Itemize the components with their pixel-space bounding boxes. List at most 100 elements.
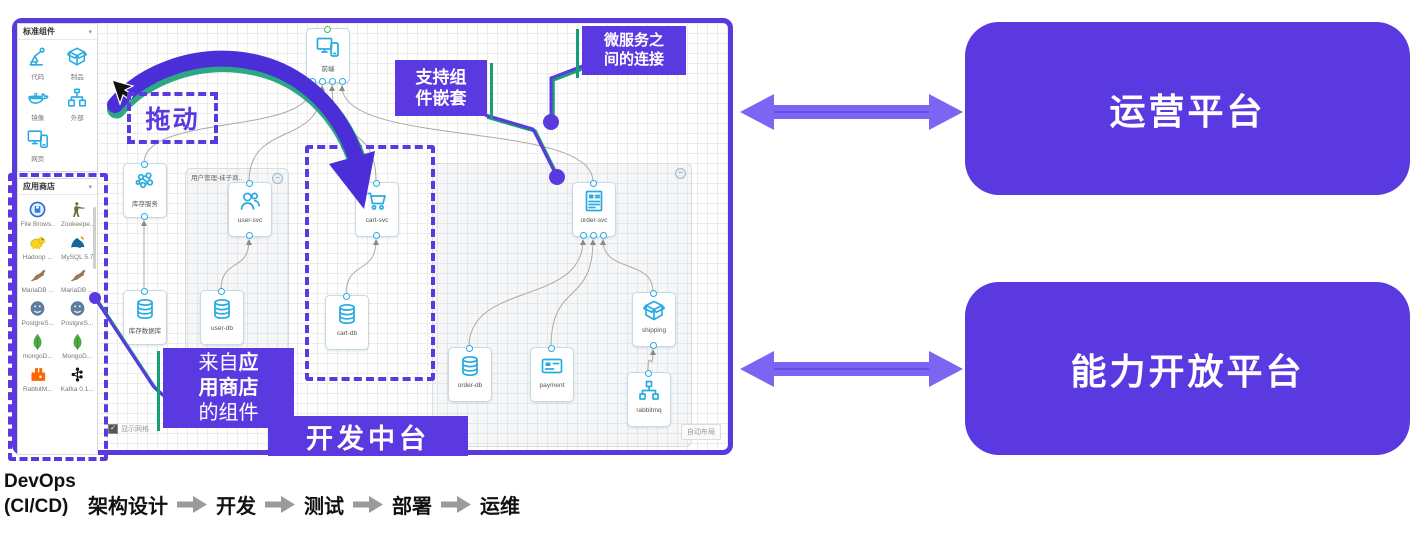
component-item--[interactable]: 制品 — [58, 40, 98, 81]
canvas-node-shipping[interactable]: shipping — [632, 290, 676, 349]
node-port[interactable] — [141, 288, 148, 295]
devops-flow: 架构设计开发测试部署运维 — [88, 490, 520, 519]
collapse-caret-icon[interactable]: ▾ — [88, 28, 92, 36]
component-item-rabbitm-[interactable]: RabbitM... — [18, 360, 58, 393]
mariadb-icon — [70, 269, 85, 281]
component-item-file-brows-[interactable]: File Brows.. — [18, 195, 58, 228]
node-port[interactable] — [650, 290, 657, 297]
component-item-label: Zookeepe.. — [60, 221, 94, 228]
component-item-kafka-0-1-[interactable]: Kafka 0.1... — [58, 360, 98, 393]
component-item-label: MariaDB ... — [60, 287, 94, 294]
standard-components-panel: 标准组件 ▾ 代码 制品镜像 外部网页 — [17, 23, 98, 172]
dev-platform-banner: 开发中台 — [268, 416, 468, 456]
component-item-label: MariaDB ... — [21, 287, 54, 294]
node-port[interactable] — [590, 180, 597, 187]
node-port[interactable] — [246, 180, 253, 187]
node-port[interactable] — [580, 232, 587, 239]
component-item-label: 代码 — [31, 74, 45, 81]
node-port[interactable] — [246, 232, 253, 239]
database-icon — [137, 299, 153, 320]
component-item-mysql-5-7[interactable]: MySQL 5.7 — [58, 228, 98, 261]
component-item--[interactable]: 网页 — [18, 122, 58, 163]
capability-platform-box: 能力开放平台 — [965, 282, 1410, 455]
callout-accent-bar — [490, 63, 493, 119]
node-port[interactable] — [590, 232, 597, 239]
node-port[interactable] — [645, 370, 652, 377]
flow-arrow-icon — [177, 496, 207, 513]
component-item-hadoop-[interactable]: Hadoop ... — [18, 228, 58, 261]
node-label: payment — [539, 382, 565, 389]
canvas-node-rabbitmq[interactable]: rabbitmq — [627, 370, 671, 427]
canvas-node-user-db[interactable]: user-db — [200, 288, 244, 345]
nesting-line2: 件嵌套 — [415, 89, 467, 108]
component-item-mariadb-[interactable]: MariaDB ... — [18, 261, 58, 294]
package-icon — [642, 300, 666, 321]
collapse-group-icon[interactable]: − — [272, 173, 283, 184]
node-port[interactable] — [319, 78, 326, 85]
standard-panel-title: 标准组件 — [23, 27, 55, 36]
canvas-node-frontend[interactable]: 前端 — [306, 26, 350, 85]
canvas-node-inv-db[interactable]: 库存数据库 — [123, 288, 167, 345]
canvas-node-payment[interactable]: payment — [530, 345, 574, 402]
component-item-mongod-[interactable]: mongoD... — [18, 327, 58, 360]
node-port[interactable] — [466, 345, 473, 352]
node-port[interactable] — [339, 78, 346, 85]
web-icon — [316, 37, 339, 57]
node-port[interactable] — [309, 78, 316, 85]
node-label: order-db — [457, 382, 483, 389]
node-label: 库存服务 — [132, 201, 158, 208]
edge-rabbitmq-to-shipping — [647, 349, 656, 373]
node-label: shipping — [641, 327, 667, 334]
node-port[interactable] — [324, 26, 331, 33]
canvas-node-cart-db[interactable]: cart-db — [325, 293, 369, 350]
node-port[interactable] — [343, 293, 350, 300]
standard-panel-header[interactable]: 标准组件 ▾ — [18, 24, 97, 40]
nesting-line1: 支持组 — [415, 67, 467, 87]
appstore-panel-header[interactable]: 应用商店 ▾ — [18, 179, 97, 195]
external-icon — [68, 88, 87, 107]
filebrowser-icon — [29, 201, 46, 218]
node-port[interactable] — [600, 232, 607, 239]
show-grid-checkbox[interactable]: ✓ 显示网格 — [108, 424, 149, 434]
cluster-icon — [135, 172, 154, 189]
canvas-node-inv-svc[interactable]: 库存服务 — [123, 161, 167, 220]
mariadb-icon — [30, 269, 46, 281]
node-port[interactable] — [141, 213, 148, 220]
checkbox-checked-icon[interactable]: ✓ — [108, 424, 118, 434]
component-item-postgres-[interactable]: PostgreS... — [58, 294, 98, 327]
node-label: cart-db — [336, 330, 358, 337]
component-item--[interactable]: 代码 — [18, 40, 58, 81]
canvas-node-user-svc[interactable]: user-svc — [228, 180, 272, 239]
node-port[interactable] — [548, 345, 555, 352]
component-item-label: 镜像 — [31, 115, 45, 122]
component-item--[interactable]: 外部 — [58, 81, 98, 122]
collapse-group-icon[interactable]: − — [675, 168, 686, 179]
devops-line2: (CI/CD) — [4, 495, 69, 517]
component-item-zookeepe-[interactable]: Zookeepe.. — [58, 195, 98, 228]
node-port[interactable] — [650, 342, 657, 349]
component-item-postgres-[interactable]: PostgreS... — [18, 294, 58, 327]
node-port[interactable] — [373, 232, 380, 239]
node-port[interactable] — [141, 161, 148, 168]
component-item-mongod-[interactable]: MongoD... — [58, 327, 98, 360]
component-item-mariadb-[interactable]: MariaDB ... — [58, 261, 98, 294]
node-port[interactable] — [218, 288, 225, 295]
auto-layout-button[interactable]: 自动布局 — [681, 424, 721, 440]
editor-canvas[interactable]: 标准组件 ▾ 代码 制品镜像 外部网页 应用商店 ▾ File Brows..Zoo… — [8, 18, 733, 461]
edge-order-db-to-order-svc — [468, 239, 586, 348]
devops-line1: DevOps — [4, 471, 76, 492]
collapse-caret-icon[interactable]: ▾ — [88, 183, 92, 191]
component-item-label: 网页 — [31, 156, 45, 163]
node-port[interactable] — [373, 180, 380, 187]
component-item-label: 制品 — [70, 74, 84, 81]
node-port[interactable] — [329, 78, 336, 85]
panel-scrollbar[interactable] — [93, 207, 96, 269]
component-item--[interactable]: 镜像 — [18, 81, 58, 122]
tree-icon — [639, 380, 659, 400]
canvas-node-order-db[interactable]: order-db — [448, 345, 492, 402]
edge-payment-to-order-svc — [550, 239, 596, 348]
canvas-node-order-svc[interactable]: order-svc — [572, 180, 616, 239]
database-icon — [214, 299, 230, 320]
canvas-node-cart-svc[interactable]: cart-svc — [355, 180, 399, 239]
devops-step-3: 测试 — [304, 496, 344, 518]
